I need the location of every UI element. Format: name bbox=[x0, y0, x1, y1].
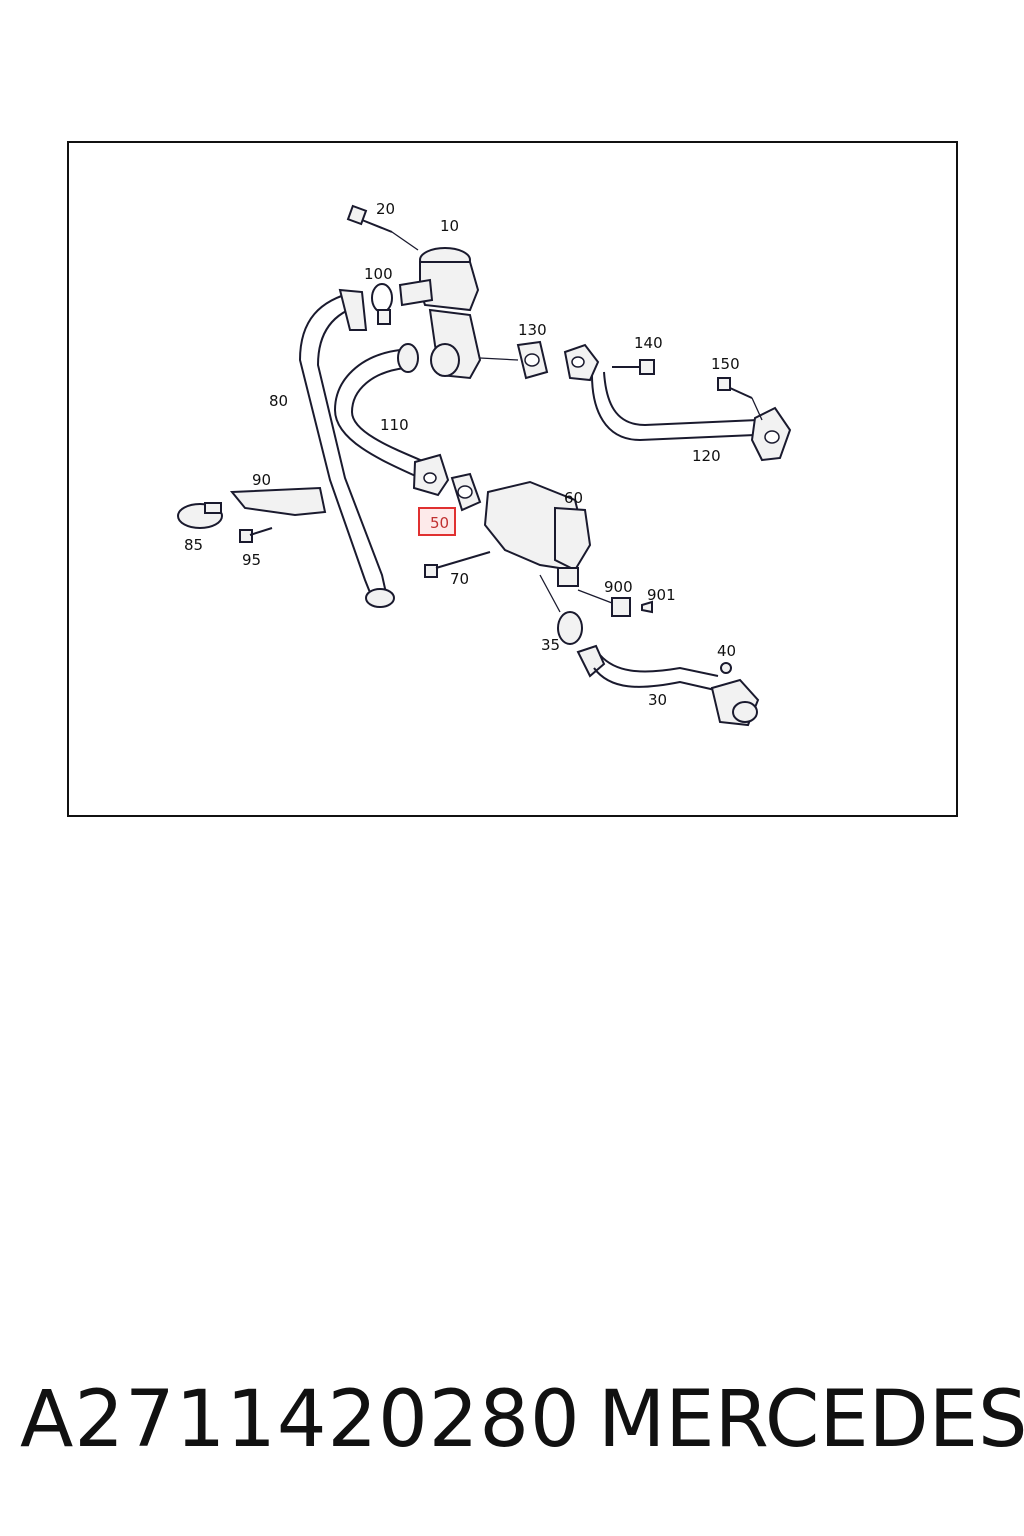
part-number: A2711420280 bbox=[20, 1375, 581, 1465]
callout-100: 100 bbox=[364, 265, 393, 283]
part-40-nut bbox=[720, 662, 732, 674]
callout-85: 85 bbox=[184, 536, 203, 554]
callout-10: 10 bbox=[440, 217, 459, 235]
part-110-pipe bbox=[333, 343, 450, 497]
callout-140: 140 bbox=[634, 334, 663, 352]
part-80-pipe bbox=[298, 288, 395, 608]
part-10-valve bbox=[398, 247, 482, 380]
callout-50: 50 bbox=[430, 514, 449, 532]
callout-95: 95 bbox=[242, 551, 261, 569]
callout-50-highlight bbox=[418, 507, 456, 536]
callout-900: 900 bbox=[604, 578, 633, 596]
callout-30: 30 bbox=[648, 691, 667, 709]
brand-name: MERCEDES bbox=[598, 1375, 1024, 1465]
callout-60: 60 bbox=[564, 489, 583, 507]
callout-150: 150 bbox=[711, 355, 740, 373]
callout-130: 130 bbox=[518, 321, 547, 339]
parts-diagram-frame bbox=[67, 141, 958, 817]
part-140-bolt bbox=[612, 359, 655, 375]
callout-35: 35 bbox=[541, 636, 560, 654]
part-60-valve bbox=[483, 480, 592, 587]
part-901-pin bbox=[641, 600, 653, 614]
part-85-clamp bbox=[177, 502, 223, 529]
part-50-gasket bbox=[450, 472, 482, 512]
part-100-clamp bbox=[371, 283, 393, 325]
part-30-pipe bbox=[576, 644, 760, 727]
part-95-bolt bbox=[239, 527, 273, 543]
part-130-gasket bbox=[479, 340, 549, 380]
part-70-bolt bbox=[424, 551, 491, 578]
part-35-fitting bbox=[539, 574, 583, 645]
callout-40: 40 bbox=[717, 642, 736, 660]
parts-diagram: 20 10 100 130 140 150 80 110 120 90 60 8… bbox=[177, 200, 792, 727]
part-900-connector bbox=[577, 589, 631, 617]
part-90-bracket bbox=[229, 486, 327, 517]
callout-901: 901 bbox=[647, 586, 676, 604]
callout-120: 120 bbox=[692, 447, 721, 465]
callout-80: 80 bbox=[269, 392, 288, 410]
part-150-bolt bbox=[717, 377, 763, 421]
callout-70: 70 bbox=[450, 570, 469, 588]
callout-110: 110 bbox=[380, 416, 409, 434]
callout-20: 20 bbox=[376, 200, 395, 218]
part-120-pipe bbox=[563, 343, 792, 462]
part-20-bolt bbox=[346, 204, 419, 251]
callout-90: 90 bbox=[252, 471, 271, 489]
